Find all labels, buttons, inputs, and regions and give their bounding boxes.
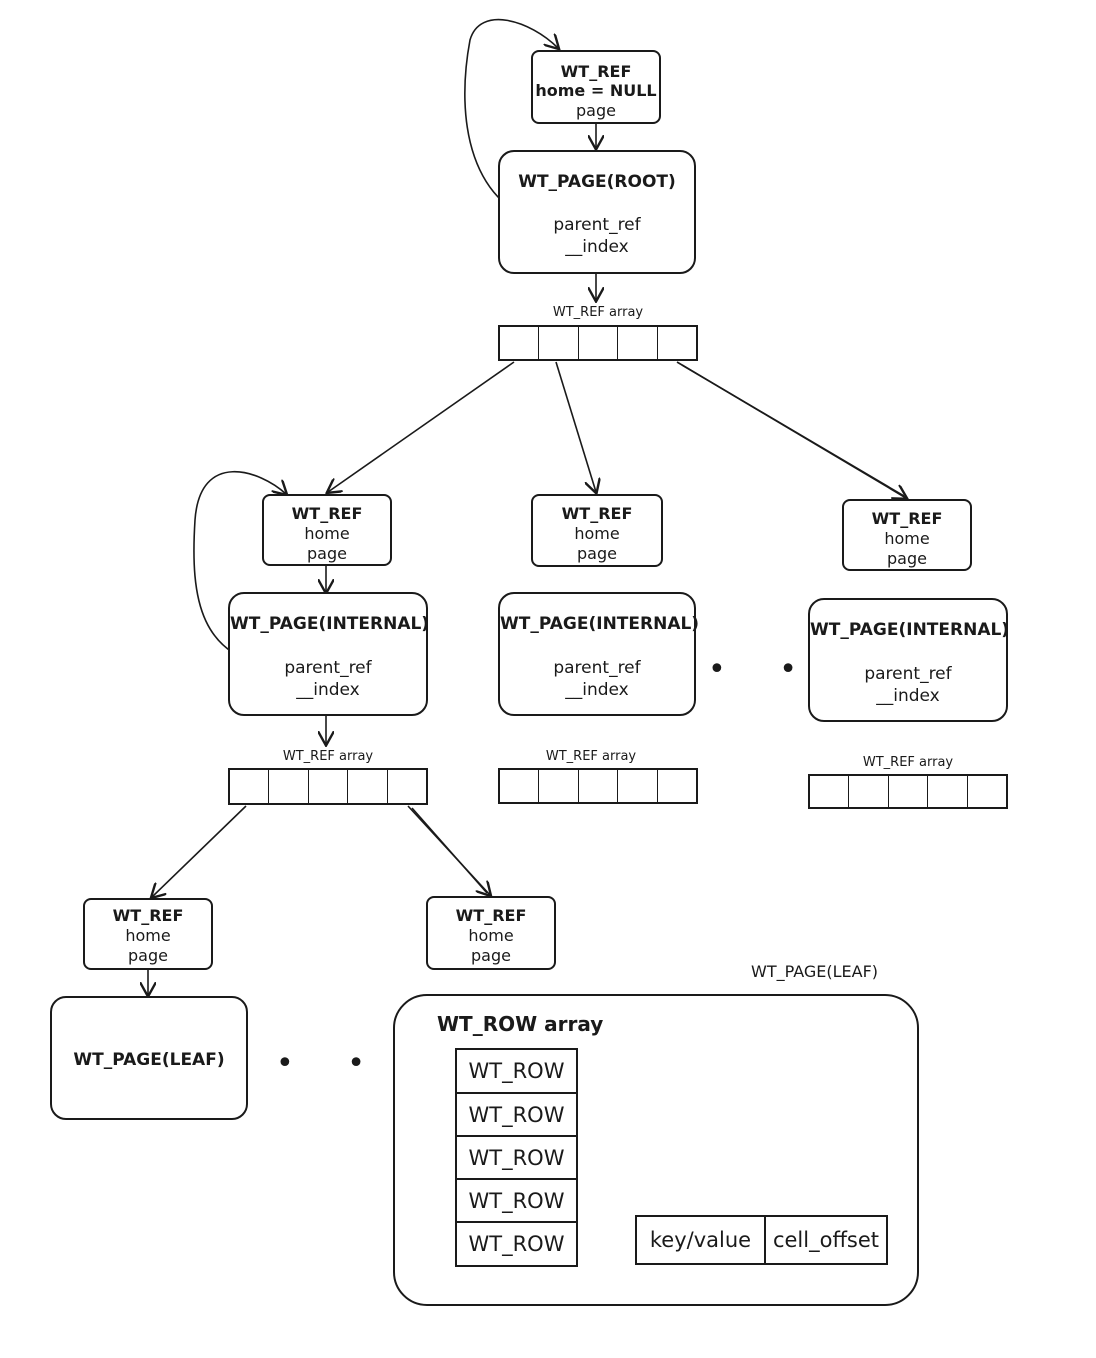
leaf-ref1-box: WT_REF home page: [83, 898, 213, 970]
internal2-wt-ref-box: WT_REF home page: [531, 494, 663, 567]
internal3-page-title: WT_PAGE(INTERNAL): [810, 620, 1010, 640]
internal3-page-index: __index: [876, 686, 940, 706]
wt-row-3: WT_ROW: [455, 1135, 578, 1180]
internal1-ref-title: WT_REF: [291, 504, 363, 523]
leaf-ref2-home: home: [468, 926, 514, 945]
wt-row-1: WT_ROW: [455, 1048, 578, 1094]
internal3-wt-ref-box: WT_REF home page: [842, 499, 972, 571]
internal2-wt-ref-array: [498, 768, 698, 804]
internal1-array-to-leafref1-arrow: [152, 805, 247, 897]
key-value-cell-offset-box: key/value cell_offset: [635, 1215, 888, 1265]
root-ref-title: WT_REF: [560, 62, 632, 81]
wt-row-5: WT_ROW: [455, 1221, 578, 1267]
internal2-array-label: WT_REF array: [545, 749, 637, 764]
internal2-wt-page-box: WT_PAGE(INTERNAL) parent_ref __index: [498, 592, 700, 716]
internal1-wt-ref-array: [228, 768, 428, 805]
internal2-ref-home: home: [574, 524, 620, 543]
internal1-page-title: WT_PAGE(INTERNAL): [230, 614, 430, 634]
internal1-array-label: WT_REF array: [282, 749, 374, 764]
leaf-page-box: WT_PAGE(LEAF): [50, 996, 248, 1120]
internal1-wt-page-box: WT_PAGE(INTERNAL) parent_ref __index: [228, 592, 430, 716]
internal1-ref-page: page: [307, 544, 347, 563]
wt-row-4: WT_ROW: [455, 1178, 578, 1223]
root-page-index: __index: [565, 237, 629, 257]
internal2-ref-title: WT_REF: [561, 504, 633, 523]
internal2-ref-page: page: [577, 544, 617, 563]
internal3-array-label: WT_REF array: [862, 755, 954, 770]
cell-offset-cell: cell_offset: [772, 1228, 880, 1252]
root-ref-home: home = NULL: [535, 81, 657, 100]
leaf-ref2-title: WT_REF: [455, 906, 527, 925]
row-array-label: WT_ROW array: [437, 1012, 604, 1036]
internal3-ref-home: home: [884, 529, 930, 548]
root-array-to-ref2-arrow: [555, 361, 596, 492]
internal2-page-parent-ref: parent_ref: [553, 658, 641, 678]
root-array-label: WT_REF array: [552, 305, 644, 320]
leaf-ref1-title: WT_REF: [112, 906, 184, 925]
internal3-page-parent-ref: parent_ref: [864, 664, 952, 684]
leaf-detail-label: WT_PAGE(LEAF): [751, 962, 879, 981]
leaf-ref2-box: WT_REF home page: [426, 896, 556, 970]
root-wt-ref-array: [498, 325, 698, 361]
leaf-ref1-home: home: [125, 926, 171, 945]
root-page-parent-ref: parent_ref: [553, 215, 641, 235]
internal1-array-to-leafref2-arrow: [407, 805, 490, 895]
root-array-to-ref1-arrow: [328, 361, 515, 492]
internal3-ref-title: WT_REF: [871, 509, 943, 528]
root-array-to-ref3-arrow: [676, 361, 906, 498]
internal3-wt-ref-array: [808, 774, 1008, 809]
internal1-wt-ref-box: WT_REF home page: [262, 494, 392, 566]
root-page-title: WT_PAGE(ROOT): [518, 172, 676, 192]
internal2-page-index: __index: [565, 680, 629, 700]
leaf-ref2-page: page: [471, 946, 511, 965]
root-wt-ref-box: WT_REF home = NULL page: [531, 50, 661, 124]
internal3-wt-page-box: WT_PAGE(INTERNAL) parent_ref __index: [808, 598, 1010, 722]
internal2-page-title: WT_PAGE(INTERNAL): [500, 614, 700, 634]
internal1-page-index: __index: [296, 680, 360, 700]
internal1-page-parent-ref: parent_ref: [284, 658, 372, 678]
leaf-ref1-page: page: [128, 946, 168, 965]
root-wt-page-box: WT_PAGE(ROOT) parent_ref __index: [498, 150, 696, 274]
internal3-ref-page: page: [887, 549, 927, 568]
leaf-page-title: WT_PAGE(LEAF): [73, 1050, 225, 1070]
internal1-ref-home: home: [304, 524, 350, 543]
wt-row-2: WT_ROW: [455, 1092, 578, 1137]
key-value-cell: key/value: [637, 1217, 766, 1263]
root-ref-page: page: [576, 101, 616, 120]
